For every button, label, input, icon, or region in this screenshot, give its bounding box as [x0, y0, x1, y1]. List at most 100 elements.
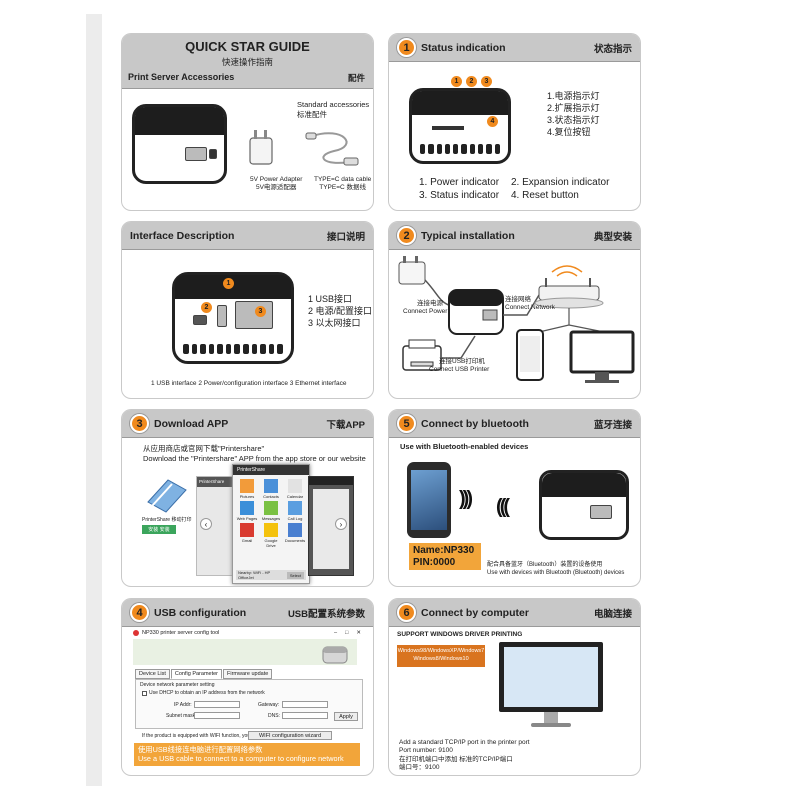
card-accessories: QUICK STAR GUIDE 快速操作指南 Print Server Acc…: [121, 33, 374, 211]
led-number-3: 3: [481, 76, 492, 87]
standard-accessories-label: Standard accessories 标准配件: [297, 100, 370, 119]
gateway-input[interactable]: [282, 701, 328, 708]
install-button[interactable]: 安装 安装: [142, 525, 176, 534]
apply-button[interactable]: Apply: [334, 712, 358, 721]
config-banner: [133, 639, 357, 665]
interface-header: Interface Description 接口说明: [122, 222, 373, 250]
app-store-name: PrinterShare 移动打印: [142, 517, 192, 523]
dhcp-checkbox-row[interactable]: Use DHCP to obtain an IP address from th…: [142, 690, 265, 696]
window-controls-icon[interactable]: –□✕: [334, 630, 369, 636]
usb-port-icon: [217, 305, 227, 327]
device-front-image: [409, 88, 511, 164]
print-server-device-image: [539, 470, 629, 540]
download-title: Download APP: [154, 417, 229, 430]
bluetooth-intro: Use with Bluetooth-enabled devices: [400, 442, 529, 451]
screenshot-right: [308, 476, 354, 576]
led-number-2: 2: [466, 76, 477, 87]
port-number-1: 1: [223, 278, 234, 289]
status-title-cn: 状态指示: [593, 43, 632, 55]
subnet-label: Subnet mask:: [166, 713, 197, 719]
tab-device-list[interactable]: Device List: [135, 669, 170, 679]
print-server-icon: [448, 289, 504, 335]
connect-usb-label: 连接USB打印机 Connect USB Printer: [429, 358, 490, 374]
device-pin: PIN:0000: [413, 556, 456, 568]
power-adapter-icon: [398, 256, 426, 285]
port-number-2: 2: [201, 302, 212, 313]
wifi-wizard-button[interactable]: WIFI configuration wizard: [248, 731, 332, 740]
interface-list-cn: 1 USB接口 2 电源/配置接口 3 以太网接口: [308, 294, 373, 329]
usb-port-icon: [209, 149, 217, 159]
interface-title: Interface Description: [130, 229, 235, 242]
wifi-note: If the product is equipped with WIFI fun…: [142, 733, 260, 739]
carousel-next-icon[interactable]: ›: [335, 518, 347, 530]
power-adapter-icon: [249, 130, 273, 165]
adapter-label: 5V Power Adapter 5V电源适配器: [250, 176, 303, 192]
subnet-input[interactable]: [194, 712, 240, 719]
dns-input[interactable]: [282, 712, 328, 719]
bluetooth-notes: 配合具备蓝牙（Bluetooth）装置的设备使用 Use with device…: [487, 562, 625, 576]
status-list-en: 1. Power indicator 2. Expansion indicato…: [419, 177, 610, 201]
ip-addr-input[interactable]: [194, 701, 240, 708]
monitor-base: [531, 723, 571, 727]
installation-title-cn: 典型安装: [593, 231, 632, 243]
status-title: Status indication: [421, 41, 506, 54]
tab-firmware-update[interactable]: Firmware update: [223, 669, 273, 679]
installation-diagram: [398, 256, 635, 383]
computer-title: Connect by computer: [421, 606, 529, 619]
smartphone-icon: [516, 329, 544, 381]
device-rear-image: [172, 272, 294, 364]
group-label: Device network parameter setting: [140, 682, 215, 688]
port-number-3: 3: [255, 306, 266, 317]
usb-config-title-cn: USB配置系统参数: [287, 608, 365, 620]
app-logo-icon: [133, 630, 139, 636]
usb-config-title: USB configuration: [154, 606, 247, 619]
step-number-badge: 2: [397, 226, 416, 245]
computer-monitor-icon: [569, 330, 635, 383]
bluetooth-title: Connect by bluetooth: [421, 417, 529, 430]
reset-number-4: 4: [487, 116, 498, 127]
card-slot: [432, 126, 464, 130]
usb-c-cable-icon: [305, 132, 359, 166]
power-port-icon: [193, 315, 207, 325]
ip-addr-label: IP Addr:: [174, 702, 192, 708]
printershare-logo-icon: [142, 472, 192, 516]
step-number-badge: 3: [130, 414, 149, 433]
screenshot-main: PrinterShare Pictures Contacts Calendar …: [232, 464, 310, 584]
cable-label: TYPE=C data cable TYPE=C 数据线: [314, 176, 372, 192]
smartphone-icon: [407, 462, 451, 538]
installation-title: Typical installation: [421, 229, 515, 242]
window-title: NP330 printer server config tool: [142, 630, 220, 636]
step-number-badge: 5: [397, 414, 416, 433]
dhcp-checkbox[interactable]: [142, 690, 147, 696]
card-typical-installation: 2 Typical installation 典型安装: [388, 221, 641, 399]
section-label-cn: 配件: [347, 73, 365, 83]
dns-label: DNS:: [268, 713, 280, 719]
device-thumbnail-icon: [320, 641, 350, 667]
led-number-1: 1: [451, 76, 462, 87]
config-window-titlebar: NP330 printer server config tool –□✕: [133, 628, 369, 638]
connect-network-label: 连接网络 Connect Network: [505, 296, 555, 312]
guide-subtitle: 快速操作指南: [221, 57, 273, 67]
tab-config-parameter[interactable]: Config Parameter: [170, 669, 223, 679]
usb-printer-icon: [402, 339, 442, 371]
card-interface-description: Interface Description 接口说明 1 2 3 1 USB接口…: [121, 221, 374, 399]
os-support-box: Windows98/WindowsXP/Windows7 Windows8/Wi…: [397, 645, 485, 667]
carousel-prev-icon[interactable]: ‹: [200, 518, 212, 530]
ethernet-port-icon: [590, 505, 612, 519]
select-button[interactable]: Select: [286, 571, 304, 579]
port-instructions: Add a standard TCP/IP port in the printe…: [399, 739, 530, 772]
print-server-device-image: [132, 104, 227, 184]
installation-header: 2 Typical installation 典型安装: [389, 222, 640, 250]
guide-title: QUICK STAR GUIDE: [185, 39, 310, 54]
nearby-printer-bar: Nearby: WiFi - HP OfficeJet Select: [236, 570, 306, 580]
support-label: SUPPORT WINDOWS DRIVER PRINTING: [397, 631, 523, 638]
config-tabs: Device List Config Parameter Firmware up…: [135, 669, 273, 679]
